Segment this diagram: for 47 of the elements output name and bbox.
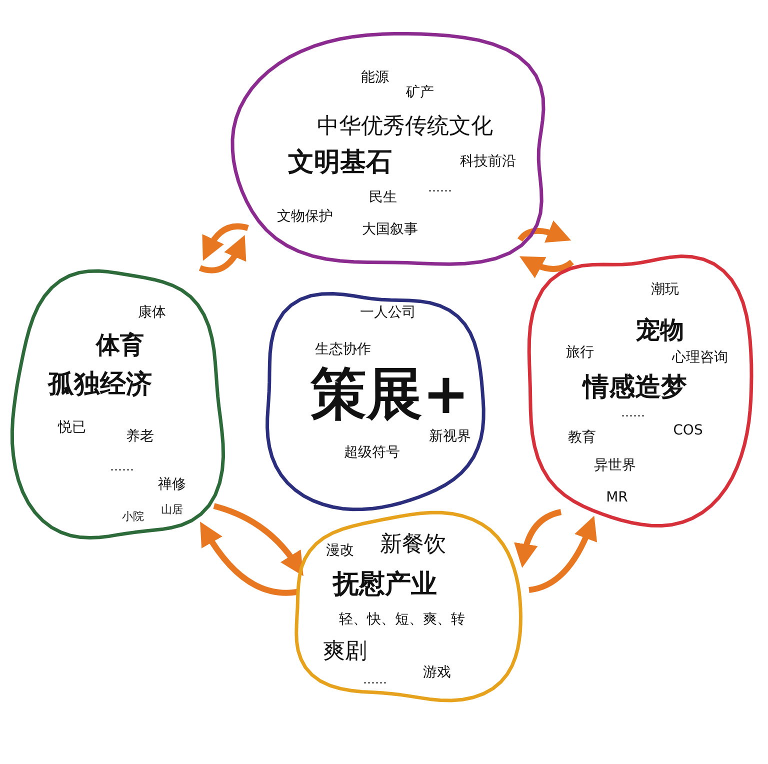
heading-text: 情感造梦 [583, 374, 687, 402]
keyword-text: 科技前沿 [460, 154, 516, 170]
keyword-text: …… [428, 181, 452, 195]
keyword-text: 新视界 [429, 429, 471, 445]
cycle-arrow [528, 516, 597, 593]
keyword-text: 心理咨询 [672, 350, 728, 366]
cycle-arrow [199, 235, 246, 274]
keyword-text: …… [621, 406, 645, 420]
keyword-text: 漫改 [326, 543, 354, 559]
keyword-text: 矿产 [406, 85, 434, 101]
cycle-arrow [202, 223, 249, 261]
keyword-text: 民生 [369, 190, 397, 206]
cycle-arrow [519, 256, 574, 278]
keyword-text: 异世界 [594, 458, 636, 474]
keyword-text: 小院 [122, 510, 144, 524]
keyword-text: 旅行 [566, 345, 594, 361]
heading-text: 文明基石 [288, 148, 392, 178]
cycle-arrow [213, 503, 304, 576]
heading-text: 孤独经济 [48, 370, 152, 400]
keyword-text: 生态协作 [315, 342, 371, 358]
heading-text: 抚慰产业 [333, 570, 437, 600]
keyword-text: 禅修 [158, 477, 186, 493]
keyword-text: 教育 [568, 430, 596, 446]
keyword-text: 康体 [138, 305, 166, 321]
keyword-text: 文物保护 [277, 209, 333, 225]
keyword-text: 悦已 [58, 420, 86, 436]
keyword-text: 大国叙事 [362, 222, 418, 238]
keyword-text: MR [606, 490, 628, 506]
keyword-text: 超级符号 [344, 445, 400, 461]
keyword-text: …… [363, 673, 387, 687]
keyword-text: 游戏 [423, 665, 451, 681]
keyword-text: 养老 [126, 429, 154, 445]
keyword-text: COS [673, 423, 703, 439]
cycle-arrow [518, 220, 572, 244]
heading-text: 宠物 [636, 316, 684, 344]
keyword-text: 山居 [161, 504, 183, 516]
heading-text: 爽剧 [323, 640, 367, 664]
heading-text: 体育 [96, 332, 144, 358]
heading-text: 新餐饮 [380, 532, 446, 558]
cycle-arrow [200, 522, 298, 596]
keyword-text: 能源 [361, 70, 389, 86]
heading-text: 中华优秀传统文化 [317, 114, 493, 140]
keyword-text: 潮玩 [651, 282, 679, 298]
main-title: 策展+ [310, 364, 470, 426]
keyword-text: …… [110, 460, 134, 474]
keyword-text: 轻、快、短、爽、转 [339, 612, 465, 628]
keyword-text: 一人公司 [360, 305, 416, 321]
